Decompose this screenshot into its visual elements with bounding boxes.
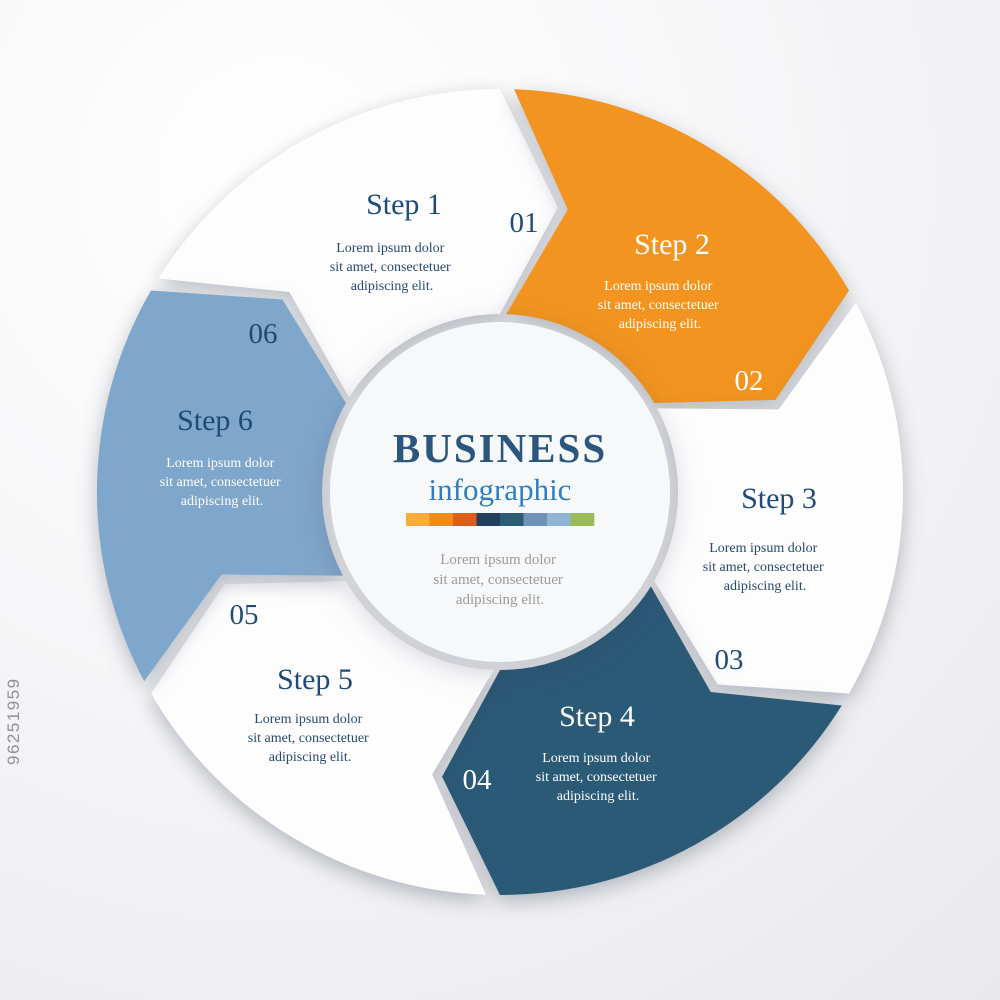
step-number-1: 01 [510,207,539,239]
step-description-1: Lorem ipsum dolor sit amet, consectetuer… [330,241,454,294]
color-strip-segment [570,513,595,526]
center-hub: BUSINESS infographic Lorem ipsum dolor s… [330,322,670,662]
watermark-stock-id: 96251959 [4,677,23,765]
color-strip-segment [476,513,501,526]
step-arrow-shape-1 [158,89,558,398]
step-segment-6: Step 6 06 Lorem ipsum dolor sit amet, co… [96,290,346,682]
step-description-2: Lorem ipsum dolor sit amet, consectetuer… [598,279,722,332]
step-title-1: Step 1 [366,188,442,221]
step-description-5: Lorem ipsum dolor sit amet, consectetuer… [248,712,372,765]
step-title-6: Step 6 [177,404,253,437]
step-arrow-shape-2 [506,89,850,403]
step-arrow-shape-5 [150,581,494,895]
color-strip-segment [429,513,454,526]
center-title: BUSINESS [393,425,607,471]
step-description-6: Lorem ipsum dolor sit amet, consectetuer… [160,456,284,509]
step-number-5: 05 [230,599,259,631]
color-strip-segment [523,513,548,526]
step-title-3: Step 3 [741,482,817,515]
step-arrow-shape-3 [654,302,904,694]
center-description: Lorem ipsum dolor sit amet, consectetuer… [433,552,566,608]
step-description-3: Lorem ipsum dolor sit amet, consectetuer… [703,541,827,594]
step-segment-2: Step 2 02 Lorem ipsum dolor sit amet, co… [506,89,850,403]
color-strip-segment [406,513,430,526]
step-description-4: Lorem ipsum dolor sit amet, consectetuer… [536,751,660,804]
step-title-2: Step 2 [634,228,710,261]
step-title-5: Step 5 [277,663,353,696]
color-strip-segment [500,513,524,526]
step-number-3: 03 [715,644,744,676]
step-segment-3: Step 3 03 Lorem ipsum dolor sit amet, co… [654,302,904,694]
center-circle [330,322,670,662]
step-segment-4: Step 4 04 Lorem ipsum dolor sit amet, co… [442,586,842,895]
step-title-4: Step 4 [559,700,635,733]
center-subtitle: infographic [429,472,572,507]
step-arrow-shape-6 [96,290,346,682]
step-number-6: 06 [249,318,278,350]
step-segment-5: Step 5 05 Lorem ipsum dolor sit amet, co… [150,581,494,895]
step-segment-1: Step 1 01 Lorem ipsum dolor sit amet, co… [158,89,558,398]
color-strip-segment [547,513,571,526]
color-strip-segment [453,513,477,526]
step-number-2: 02 [735,365,764,397]
color-strip [406,513,595,526]
step-arrow-shape-4 [442,586,842,895]
step-number-4: 04 [463,764,493,796]
